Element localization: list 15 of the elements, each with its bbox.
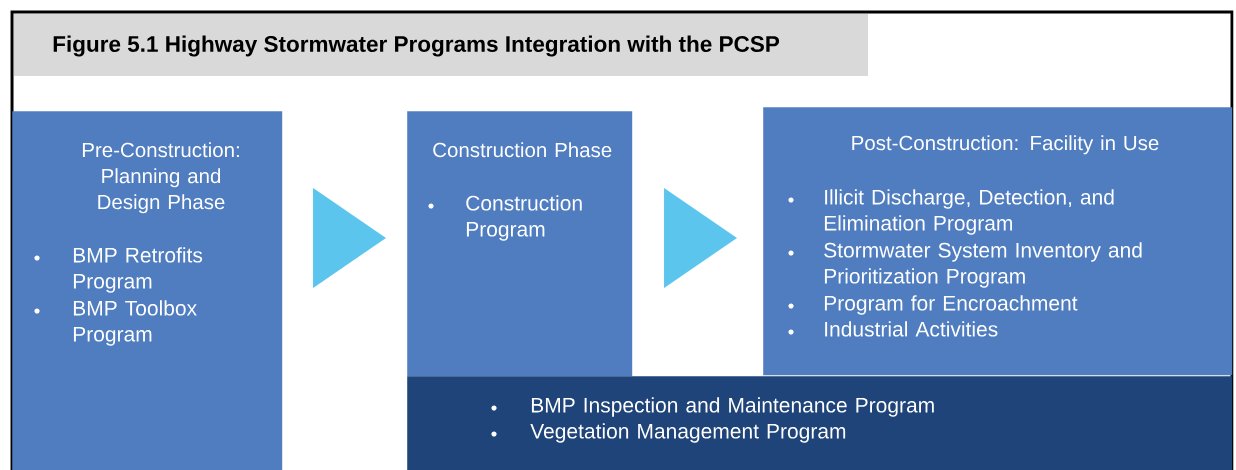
bullet-item: Stormwater System Inventory and Prioritization Program [788,242,1142,288]
figure-title: Figure 5.1 Highway Stormwater Programs Integration with the PCSP [14,14,868,76]
bullet-item: Industrial Activities [788,321,998,337]
bullet-item: BMP Toolbox Program [34,300,197,346]
bullet-item: BMP Retrofits Program [34,247,203,293]
phase-heading: Construction Phase [433,142,612,158]
phase-heading: Pre-Construction: Planning and Design Phase [82,142,239,214]
bullet-item: Illicit Discharge, Detection, and Elimination Program [788,189,1114,235]
bullet-item: Vegetation Management Program [491,423,846,443]
bullet-item: BMP Inspection and Maintenance Program [491,397,934,417]
bullet-item: Construction Program [428,195,582,241]
bullet-item: Program for Encroachment [788,295,1078,315]
chevron-arrow [313,188,386,288]
chevron-arrow [664,188,737,288]
phase-heading: Post-Construction: Facility in Use [852,135,1159,155]
